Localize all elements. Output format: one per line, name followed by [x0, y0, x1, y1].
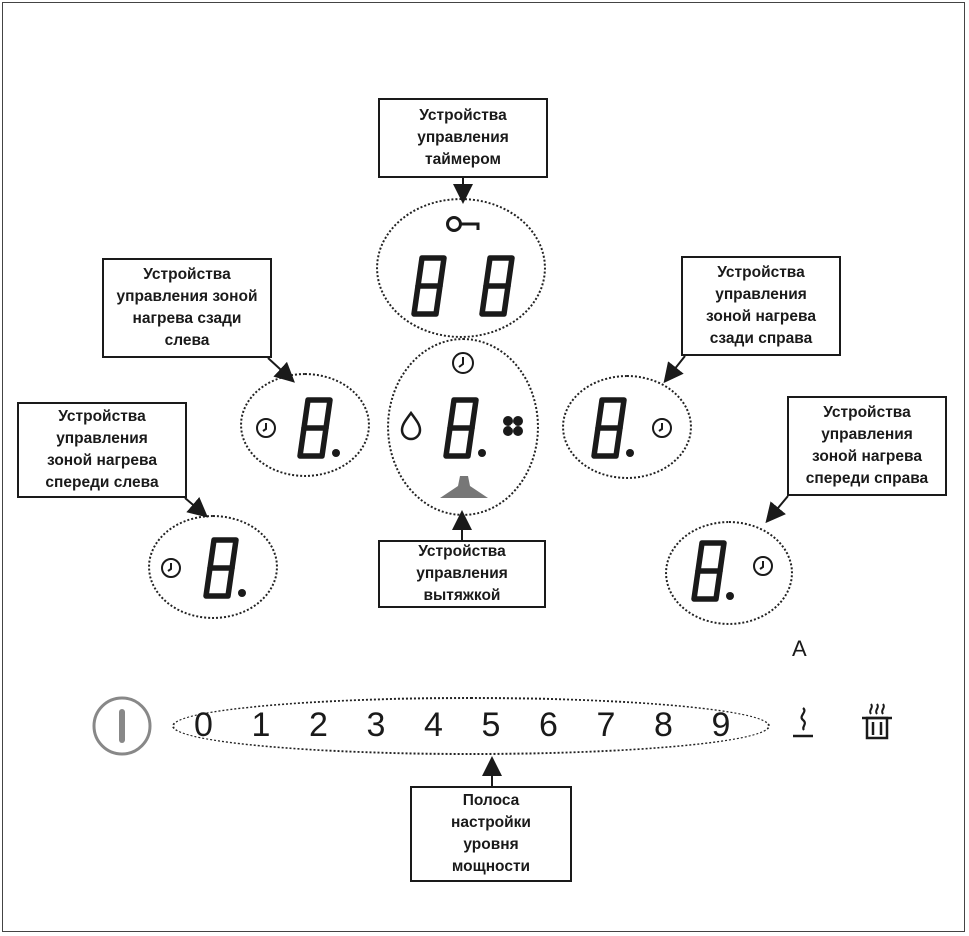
power-level-0[interactable]: 0 [194, 706, 213, 744]
arrow-front-right [765, 495, 789, 524]
rear-right-digit [594, 400, 624, 456]
clock-icon [753, 556, 773, 576]
front-right-digit [694, 543, 724, 599]
water-drop-icon [400, 410, 422, 441]
rear-left-zone-oval [240, 373, 370, 477]
rear-left-digit [300, 400, 330, 456]
power-level-5[interactable]: 5 [481, 706, 501, 744]
clock-icon [452, 352, 474, 374]
clock-icon [256, 418, 276, 438]
power-level-6[interactable]: 6 [539, 706, 558, 744]
timer-digit-right [482, 258, 512, 314]
power-level-1[interactable]: 1 [251, 706, 271, 744]
power-scale-oval [172, 697, 770, 755]
hood-icon [440, 476, 488, 498]
power-level-7[interactable]: 7 [596, 706, 616, 744]
power-level-3[interactable]: 3 [366, 706, 386, 744]
power-level-9[interactable]: 9 [711, 706, 731, 744]
corner-letter: A [792, 636, 807, 661]
power-level-4[interactable]: 4 [424, 706, 443, 744]
hood-digit-dot [478, 449, 486, 457]
rear-left-digit-dot [332, 449, 340, 457]
front-right-zone-oval [665, 521, 793, 625]
front-right-digit-dot [726, 592, 734, 600]
key-icon [446, 216, 480, 232]
arrow-rear-right [663, 355, 686, 384]
front-left-zone-oval [148, 515, 278, 619]
hood-digit [446, 400, 476, 456]
keep-warm-icon[interactable] [793, 707, 813, 738]
front-left-digit-dot [238, 589, 246, 597]
rear-right-digit-dot [626, 449, 634, 457]
rear-right-zone-oval [562, 375, 692, 479]
clock-icon [161, 558, 181, 578]
timer-digit-left [414, 258, 444, 314]
power-level-8[interactable]: 8 [654, 706, 673, 744]
fan-icon [503, 416, 523, 436]
power-button-icon[interactable] [92, 696, 152, 756]
arrow-rear-left [267, 357, 295, 383]
power-level-2[interactable]: 2 [309, 706, 328, 744]
pot-steam-icon[interactable] [862, 703, 892, 740]
front-left-digit [206, 540, 236, 596]
arrow-front-left [184, 497, 209, 518]
clock-icon [652, 418, 672, 438]
